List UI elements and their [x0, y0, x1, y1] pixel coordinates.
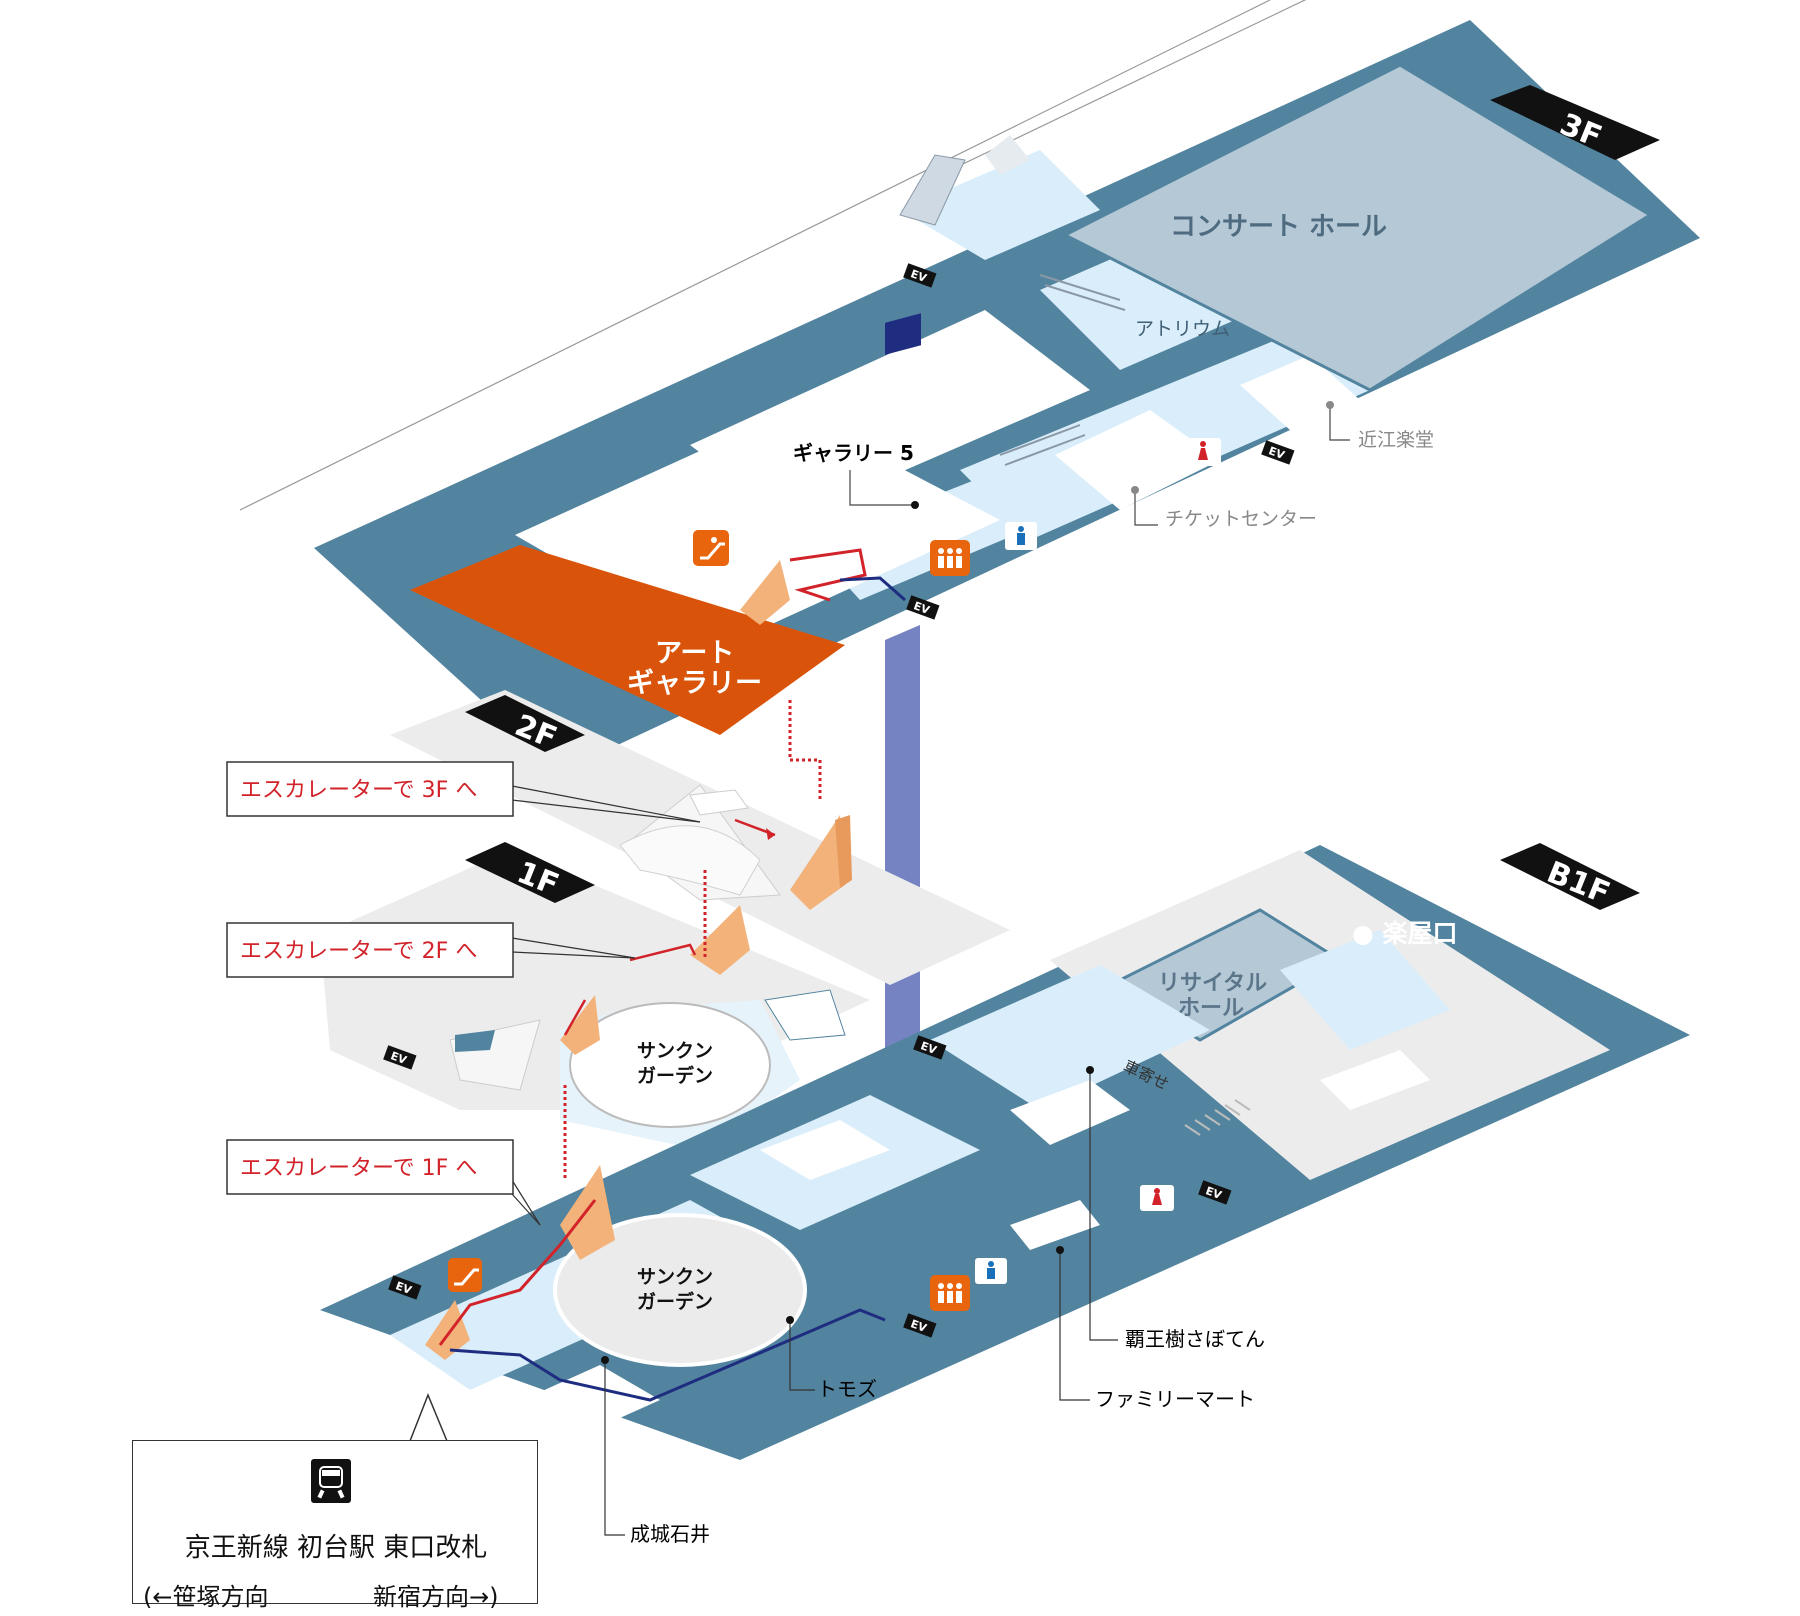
- direction-sasazuka: (←笹塚方向: [143, 1583, 269, 1611]
- ev-marker-3f-b: EV: [1261, 440, 1295, 465]
- gallery5-label: ギャラリー 5: [793, 441, 914, 465]
- ev-marker-3f-a: EV: [903, 263, 937, 288]
- leader-lines-3f: [849, 405, 1350, 526]
- svg-text:エスカレーターで 1F へ: エスカレーターで 1F へ: [240, 1156, 477, 1181]
- floor-3f: [314, 20, 1700, 772]
- floor-tag-3f: 3F: [1490, 85, 1660, 160]
- escalator-icon: [693, 530, 729, 566]
- recital-hall-label-2: ホール: [1178, 996, 1244, 1021]
- escalator-icon-b1f: [448, 1258, 482, 1292]
- oumi-gakudo-label: 近江楽堂: [1358, 429, 1434, 451]
- sunken-garden-1f-label-1: サンクン: [637, 1040, 713, 1062]
- train-icon: [311, 1459, 351, 1503]
- callout-escalator-to-2f: エスカレーターで 2F へ: [226, 922, 636, 978]
- sunken-garden-b1f-label-2: ガーデン: [637, 1290, 713, 1313]
- familymart-label: ファミリーマート: [1095, 1387, 1255, 1411]
- svg-text:エスカレーターで 3F へ: エスカレーターで 3F へ: [240, 778, 477, 803]
- art-gallery-label-2: ギャラリー: [627, 668, 762, 699]
- ev-marker-b1f-b: EV: [1198, 1180, 1232, 1205]
- tomoz-label: トモズ: [817, 1377, 877, 1401]
- floor-1f: [320, 850, 870, 1150]
- svg-text:EV: EV: [394, 1279, 414, 1297]
- ev-marker-1f: EV: [383, 1045, 417, 1070]
- sunken-garden-b1f-label-1: サンクン: [637, 1266, 713, 1288]
- recital-hall-label-1: リサイタル: [1158, 971, 1267, 996]
- svg-text:EV: EV: [909, 267, 929, 285]
- restroom-men-icon-b1f: [975, 1258, 1007, 1284]
- callout-escalator-to-3f: エスカレーターで 3F へ: [226, 761, 701, 823]
- gakuya-entrance-label: ● 楽屋口: [1352, 919, 1458, 948]
- haouju-saboten-label: 覇王樹さぼてん: [1125, 1327, 1265, 1351]
- svg-text:EV: EV: [1267, 444, 1287, 462]
- floor-b1f: [320, 845, 1690, 1460]
- leader-lines-b1f: [604, 1070, 1118, 1536]
- svg-text:B1F: B1F: [1542, 855, 1615, 912]
- svg-text:エスカレーターで 2F へ: エスカレーターで 2F へ: [240, 939, 477, 964]
- direction-shinjuku: 新宿方向→): [373, 1583, 499, 1611]
- elevator-icon: [930, 540, 970, 576]
- street-lines: [239, 0, 1307, 511]
- svg-text:EV: EV: [1204, 1184, 1224, 1202]
- floor-2f: [390, 690, 1010, 985]
- svg-text:EV: EV: [909, 1317, 929, 1335]
- route-connectors: [563, 700, 822, 1180]
- svg-text:EV: EV: [919, 1039, 939, 1057]
- svg-text:EV: EV: [912, 599, 932, 617]
- ev-marker-b1f-d: EV: [388, 1275, 422, 1300]
- ev-marker-3f-c: EV: [906, 595, 940, 620]
- concert-hall-label: コンサート ホール: [1170, 212, 1387, 242]
- atrium-label: アトリウム: [1135, 318, 1230, 340]
- station-exit-box: 京王新線 初台駅 東口改札 (←笹塚方向 新宿方向→): [132, 1440, 538, 1611]
- ev-marker-b1f-a: EV: [913, 1035, 947, 1060]
- restroom-men-icon: [1005, 522, 1037, 550]
- restroom-women-icon: [1185, 438, 1221, 466]
- elevator-icon-b1f: [930, 1275, 970, 1311]
- floor-tag-b1f: B1F: [1500, 843, 1640, 911]
- seijo-ishii-label: 成城石井: [630, 1522, 710, 1546]
- svg-text:EV: EV: [389, 1049, 409, 1067]
- station-name: 京王新線 初台駅 東口改札: [184, 1533, 488, 1563]
- sunken-garden-1f-label-2: ガーデン: [637, 1064, 713, 1087]
- art-gallery-label-1: アート: [655, 638, 734, 669]
- ev-marker-b1f-c: EV: [903, 1313, 937, 1338]
- callout-escalator-to-1f: エスカレーターで 1F へ: [226, 1139, 541, 1226]
- ticket-center-label: チケットセンター: [1165, 508, 1317, 530]
- station-pointer: [409, 1392, 448, 1442]
- restroom-women-icon-b1f: [1140, 1185, 1174, 1211]
